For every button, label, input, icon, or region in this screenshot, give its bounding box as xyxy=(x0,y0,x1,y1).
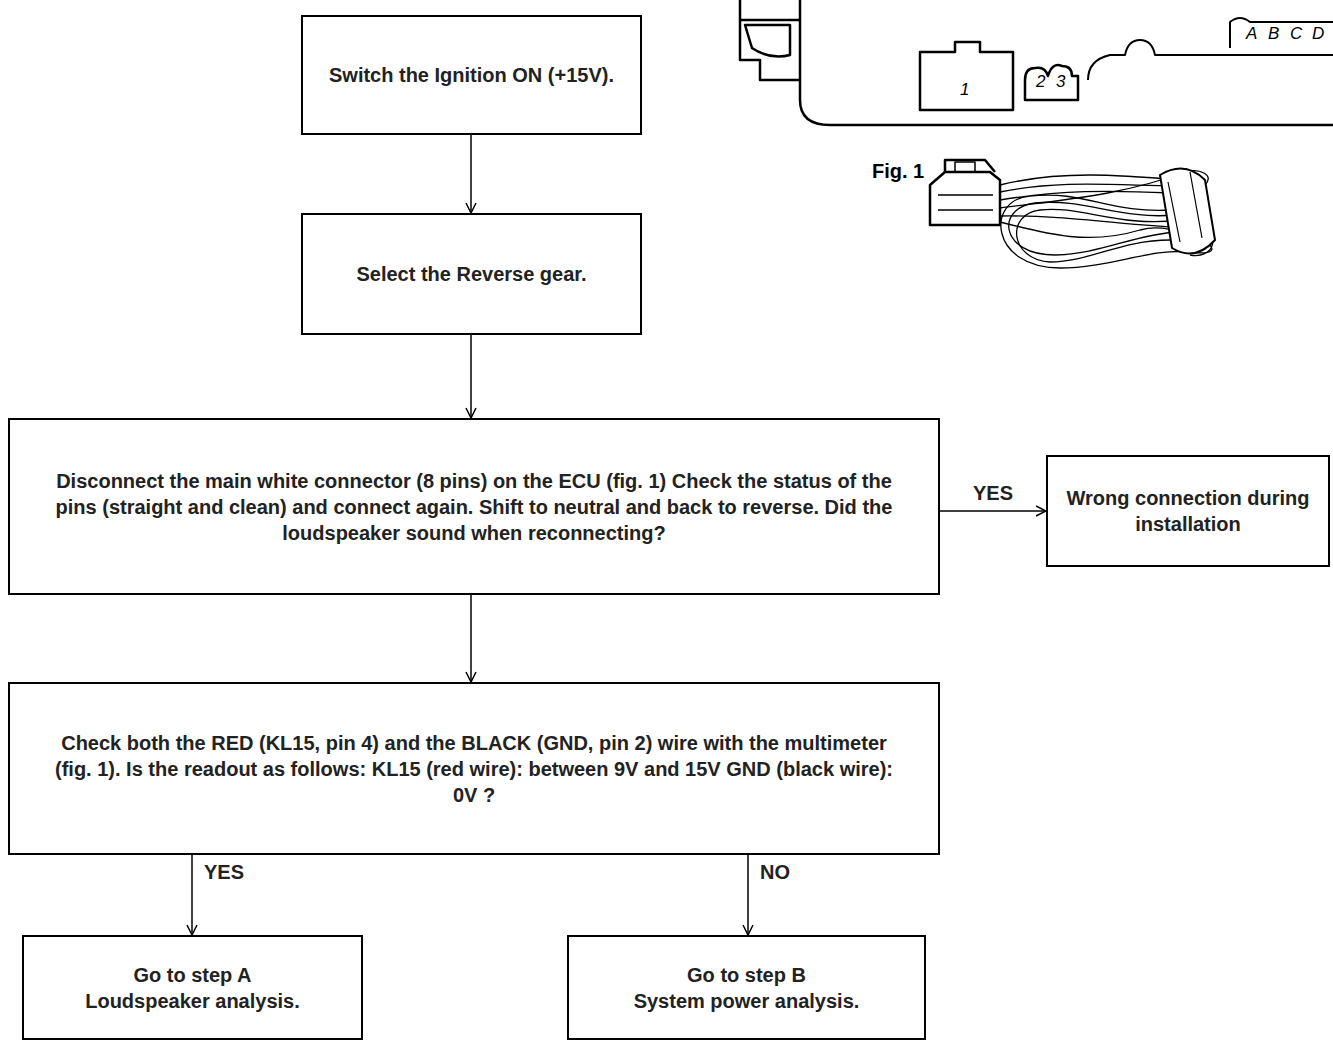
decision-box: Disconnect the main white connector (8 p… xyxy=(8,418,940,595)
pin-label: D xyxy=(1312,24,1324,44)
pin-label: B xyxy=(1268,24,1279,44)
process-box: Select the Reverse gear. xyxy=(301,213,642,335)
harness-plug xyxy=(945,160,995,172)
flow-arrow xyxy=(940,510,1046,512)
harness-plug xyxy=(938,195,993,210)
box-text: Check both the RED (KL15, pin 4) and the… xyxy=(44,730,904,808)
cable-tie xyxy=(1160,169,1215,254)
pin-label: A xyxy=(1246,24,1257,44)
socket-outline xyxy=(1025,65,1078,100)
edge-label: NO xyxy=(758,861,792,884)
socket-outline xyxy=(1230,18,1333,48)
flow-arrow xyxy=(191,855,193,935)
ecu-housing xyxy=(800,0,1333,125)
pin-label: 2 xyxy=(1036,72,1045,92)
pin-label: 1 xyxy=(960,80,969,100)
ecu-clip-detail xyxy=(745,25,790,56)
edge-label: YES xyxy=(971,482,1015,505)
harness-plug xyxy=(930,172,1000,225)
figure-label: Fig. 1 xyxy=(872,160,924,183)
process-box: Wrong connection during installation xyxy=(1046,455,1330,567)
box-text: Switch the Ignition ON (+15V). xyxy=(329,62,614,88)
flow-arrow xyxy=(470,135,472,213)
flow-arrow xyxy=(470,595,472,682)
edge-label: YES xyxy=(202,861,246,884)
process-box: Switch the Ignition ON (+15V). xyxy=(301,15,642,135)
flow-arrow xyxy=(747,855,749,935)
box-text: Go to step A xyxy=(133,962,251,988)
socket-outline xyxy=(1088,40,1333,80)
socket-outline xyxy=(920,42,1013,110)
harness-latch xyxy=(955,162,975,172)
box-text: Go to step B xyxy=(687,962,806,988)
decision-box: Check both the RED (KL15, pin 4) and the… xyxy=(8,682,940,855)
process-box: Go to step ALoudspeaker analysis. xyxy=(22,935,363,1040)
box-text: Loudspeaker analysis. xyxy=(85,988,300,1014)
box-text: System power analysis. xyxy=(634,988,860,1014)
process-box: Go to step BSystem power analysis. xyxy=(567,935,926,1040)
flow-arrow xyxy=(470,335,472,418)
pin-label: C xyxy=(1290,24,1302,44)
box-text: Disconnect the main white connector (8 p… xyxy=(34,468,914,546)
pin-label: 3 xyxy=(1056,72,1065,92)
box-text: Select the Reverse gear. xyxy=(356,261,586,287)
ecu-clip xyxy=(740,0,800,80)
box-text: Wrong connection during installation xyxy=(1058,485,1318,537)
